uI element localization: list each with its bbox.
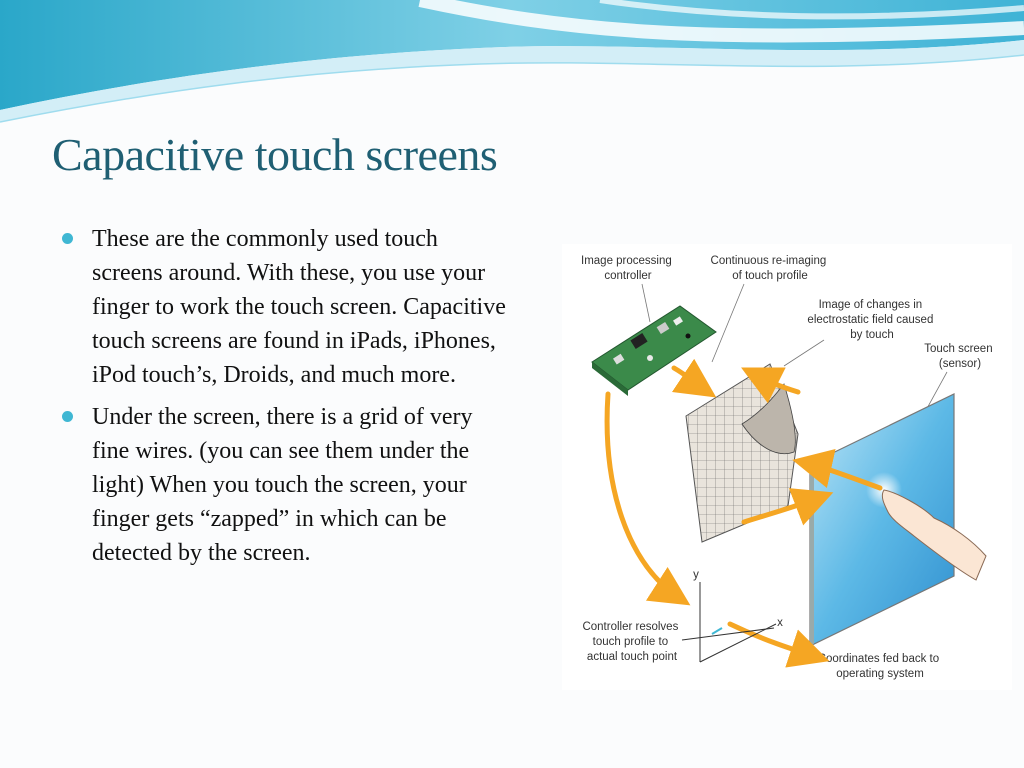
finger-hand-icon xyxy=(881,489,987,581)
label-touch-screen-sensor: Touch screen (sensor) xyxy=(924,343,996,370)
controller-board xyxy=(591,305,717,396)
bullet-dot-icon xyxy=(62,233,73,244)
bullet-item: Under the screen, there is a grid of ver… xyxy=(60,400,510,570)
coordinate-axes xyxy=(681,582,777,663)
axis-x-label: x xyxy=(777,617,783,629)
bullet-text: These are the commonly used touch screen… xyxy=(92,226,506,388)
slide-title: Capacitive touch screens xyxy=(52,129,498,180)
bullet-text: Under the screen, there is a grid of ver… xyxy=(92,404,473,566)
bullet-item: These are the commonly used touch screen… xyxy=(60,222,510,392)
capacitive-diagram: Image processing controller Continuous r… xyxy=(562,244,1012,690)
label-image-of-changes: Image of changes in electrostatic field … xyxy=(807,299,936,341)
bullet-dot-icon xyxy=(62,411,73,422)
label-coordinates-fed-back: Coordinates fed back to operating system xyxy=(818,653,943,680)
label-image-processing-controller: Image processing controller xyxy=(581,255,675,282)
label-controller-resolves: Controller resolves touch profile to act… xyxy=(582,621,681,663)
label-continuous-reimaging: Continuous re-imaging of touch profile xyxy=(711,255,830,282)
bullet-list: These are the commonly used touch screen… xyxy=(60,222,510,578)
touch-screen-panel xyxy=(809,393,955,647)
touch-profile-mesh xyxy=(685,363,799,543)
header-wave-decoration xyxy=(0,0,1024,123)
axis-y-label: y xyxy=(693,569,699,581)
